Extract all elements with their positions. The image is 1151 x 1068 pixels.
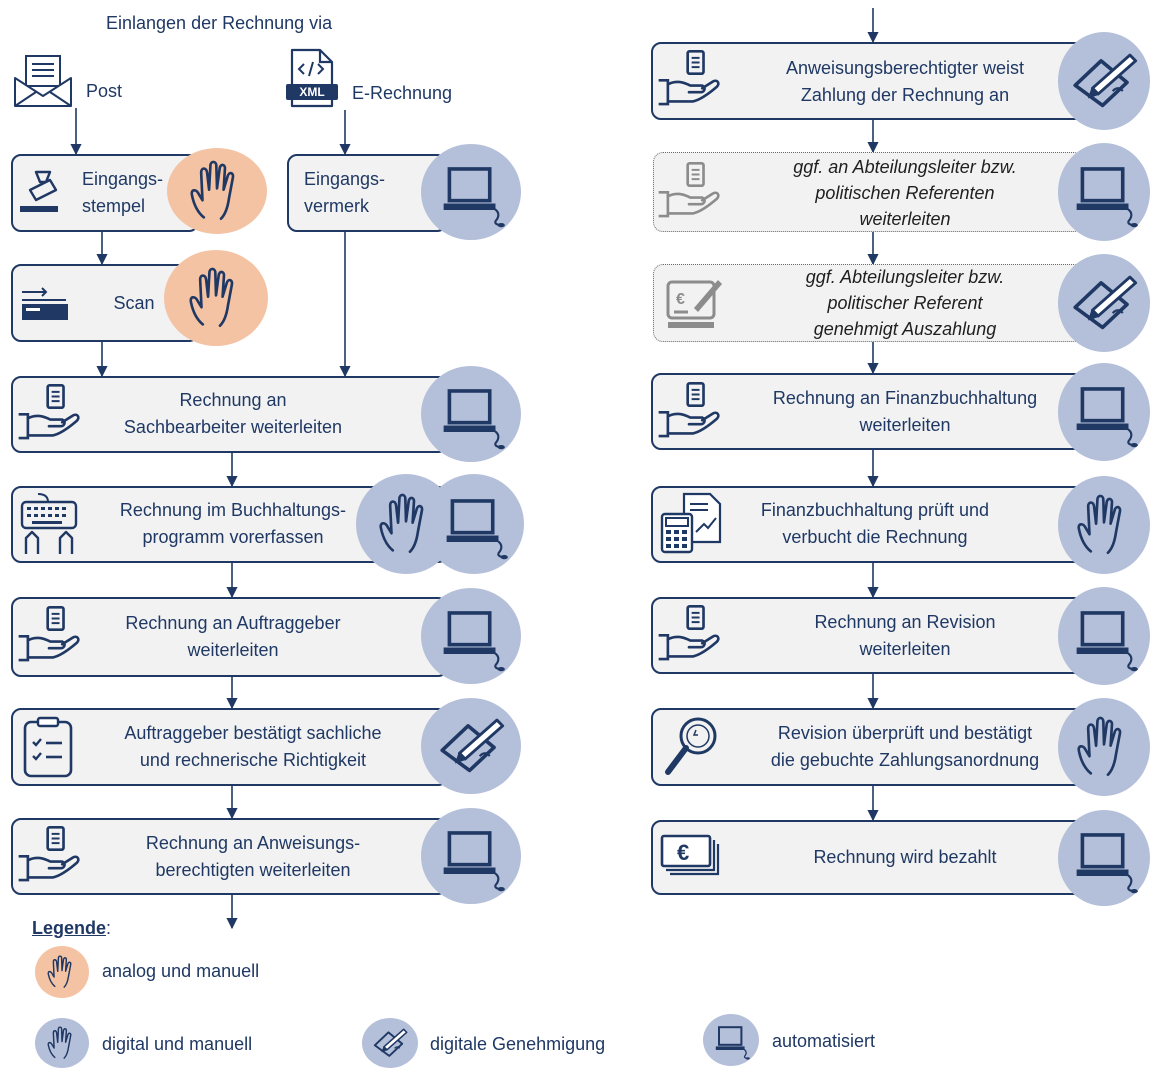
automated-badge xyxy=(1058,143,1150,241)
step-revision-prueft-label: Revision überprüft und bestätigt die geb… xyxy=(770,723,1040,770)
keyboard-typing-icon xyxy=(20,493,78,554)
hand-document-icon xyxy=(656,46,722,112)
hand-document-grey-icon xyxy=(656,158,722,224)
scanner-icon xyxy=(22,287,68,320)
legend-title-colon: : xyxy=(106,918,112,938)
analog-manual-badge xyxy=(164,250,268,346)
digital-approval-badge xyxy=(1058,254,1150,352)
legend-analog-badge xyxy=(35,946,89,998)
automated-badge xyxy=(1058,810,1150,906)
legend-digital-manual-label: digital und manuell xyxy=(102,1034,253,1054)
step-bezahlt-label: Rechnung wird bezahlt xyxy=(813,846,997,867)
legend-digital-manual-badge xyxy=(35,1018,89,1068)
step-ggf-genehmigt xyxy=(653,264,1084,342)
banknote-euro-icon: € xyxy=(660,834,720,876)
xml-badge-label: XML xyxy=(299,85,325,99)
svg-text:€: € xyxy=(676,291,685,308)
step-bestaetigt-label: Auftraggeber bestätigt sachliche und rec… xyxy=(124,723,382,770)
step-ggf-genehmigt-label: ggf. Abteilungsleiter bzw. politischer R… xyxy=(805,267,1005,339)
input-erechnung: E-Rechnung xyxy=(352,83,453,103)
step-scan-label: Scan xyxy=(113,292,155,313)
step-finanzbuchhaltung-label: Rechnung an Finanzbuchhaltung weiterleit… xyxy=(772,388,1038,435)
digital-approval-badge xyxy=(1058,32,1150,130)
step-auftraggeber-label: Rechnung an Auftraggeber weiterleiten xyxy=(125,613,341,660)
input-post: Post xyxy=(86,81,123,101)
step-anweisungsberechtigten-label: Rechnung an Anweisungs- berechtigten wei… xyxy=(145,833,361,880)
legend-automated-badge xyxy=(703,1014,759,1066)
hand-document-icon xyxy=(656,378,722,444)
digital-approval-badge xyxy=(421,698,521,794)
step-bezahlt xyxy=(651,820,1084,895)
hand-document-icon xyxy=(656,601,722,667)
svg-text:€: € xyxy=(677,840,689,865)
digital-manual-badge xyxy=(1058,476,1150,574)
step-eingangsstempel-label: Eingangs- stempel xyxy=(82,169,164,216)
magnifier-icon xyxy=(665,717,717,775)
xml-file-icon xyxy=(286,48,338,108)
step-revision-label: Rechnung an Revision weiterleiten xyxy=(814,612,996,659)
euro-invoice-sign-icon: € xyxy=(666,280,722,328)
hand-document-icon xyxy=(16,380,82,446)
step-sachbearbeiter xyxy=(11,376,448,453)
envelope-icon xyxy=(14,55,72,107)
automated-badge xyxy=(421,366,521,462)
step-vorerfassen-label: Rechnung im Buchhaltungs- programm vorer… xyxy=(119,500,347,547)
calculator-chart-icon xyxy=(660,492,722,554)
automated-badge xyxy=(424,474,524,574)
step-weist-an-label: Anweisungsberechtigter weist Zahlung der… xyxy=(785,58,1025,105)
step-ggf-weiterleiten xyxy=(653,152,1084,232)
step-finanzbuchhaltung xyxy=(651,373,1084,450)
automated-badge xyxy=(1058,363,1150,461)
automated-badge xyxy=(421,808,521,904)
automated-badge xyxy=(421,144,521,240)
step-bestaetigt xyxy=(11,708,448,786)
analog-manual-badge xyxy=(167,148,267,234)
step-revision-prueft xyxy=(651,708,1084,786)
digital-manual-badge xyxy=(1058,698,1150,796)
step-anweisungsberechtigten xyxy=(11,818,448,895)
legend-analog-label: analog und manuell xyxy=(102,961,260,981)
hand-document-icon xyxy=(16,602,82,668)
heading: Einlangen der Rechnung via xyxy=(106,13,333,33)
legend-automated-label: automatisiert xyxy=(772,1031,876,1051)
step-prueft-label: Finanzbuchhaltung prüft und verbucht die… xyxy=(760,500,990,547)
legend-title: Legende: xyxy=(32,918,111,939)
step-sachbearbeiter-label: Rechnung an Sachbearbeiter weiterleiten xyxy=(123,390,343,437)
stamp-icon xyxy=(20,170,58,212)
step-weist-an xyxy=(651,42,1084,120)
step-prueft xyxy=(651,486,1084,563)
automated-badge xyxy=(421,588,521,684)
legend-title-text: Legende xyxy=(32,918,107,938)
hand-document-icon xyxy=(16,822,82,888)
legend-approval-badge xyxy=(362,1018,418,1068)
step-eingangsvermerk-label: Eingangs- vermerk xyxy=(304,169,386,216)
clipboard-checklist-icon xyxy=(23,716,73,778)
automated-badge xyxy=(1058,587,1150,685)
legend-approval-label: digitale Genehmigung xyxy=(430,1034,606,1054)
step-revision xyxy=(651,597,1084,674)
step-ggf-weiterleiten-label: ggf. an Abteilungsleiter bzw. politische… xyxy=(793,157,1017,229)
